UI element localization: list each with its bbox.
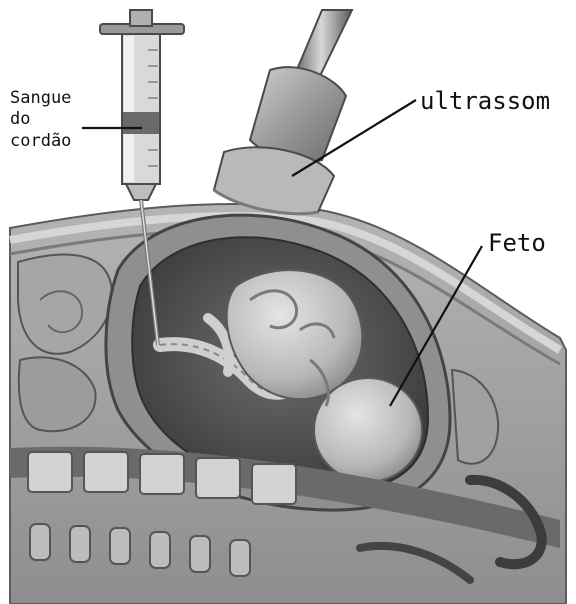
label-cord-blood-line1: Sangue	[10, 88, 71, 109]
label-cord-blood-line2: do	[10, 109, 71, 130]
ultrasound-probe	[214, 10, 352, 214]
label-cord-blood-line3: cordão	[10, 131, 71, 152]
label-fetus: Feto	[488, 228, 546, 258]
label-ultrasound: ultrassom	[420, 86, 550, 116]
